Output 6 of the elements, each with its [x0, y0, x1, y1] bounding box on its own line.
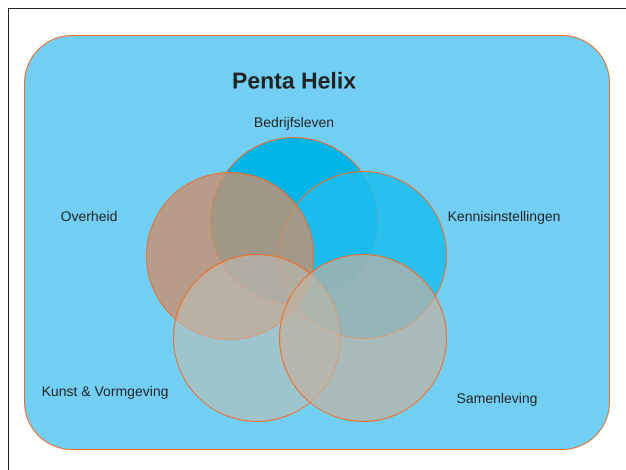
circle-label: Kennisinstellingen	[448, 208, 560, 224]
circle-label: Samenleving	[456, 390, 538, 406]
circle-label: Kunst & Vormgeving	[42, 383, 168, 399]
circle-label: Overheid	[60, 208, 118, 224]
diagram-heading: Penta Helix	[232, 68, 356, 94]
circle-label: Bedrijfsleven	[254, 114, 334, 130]
